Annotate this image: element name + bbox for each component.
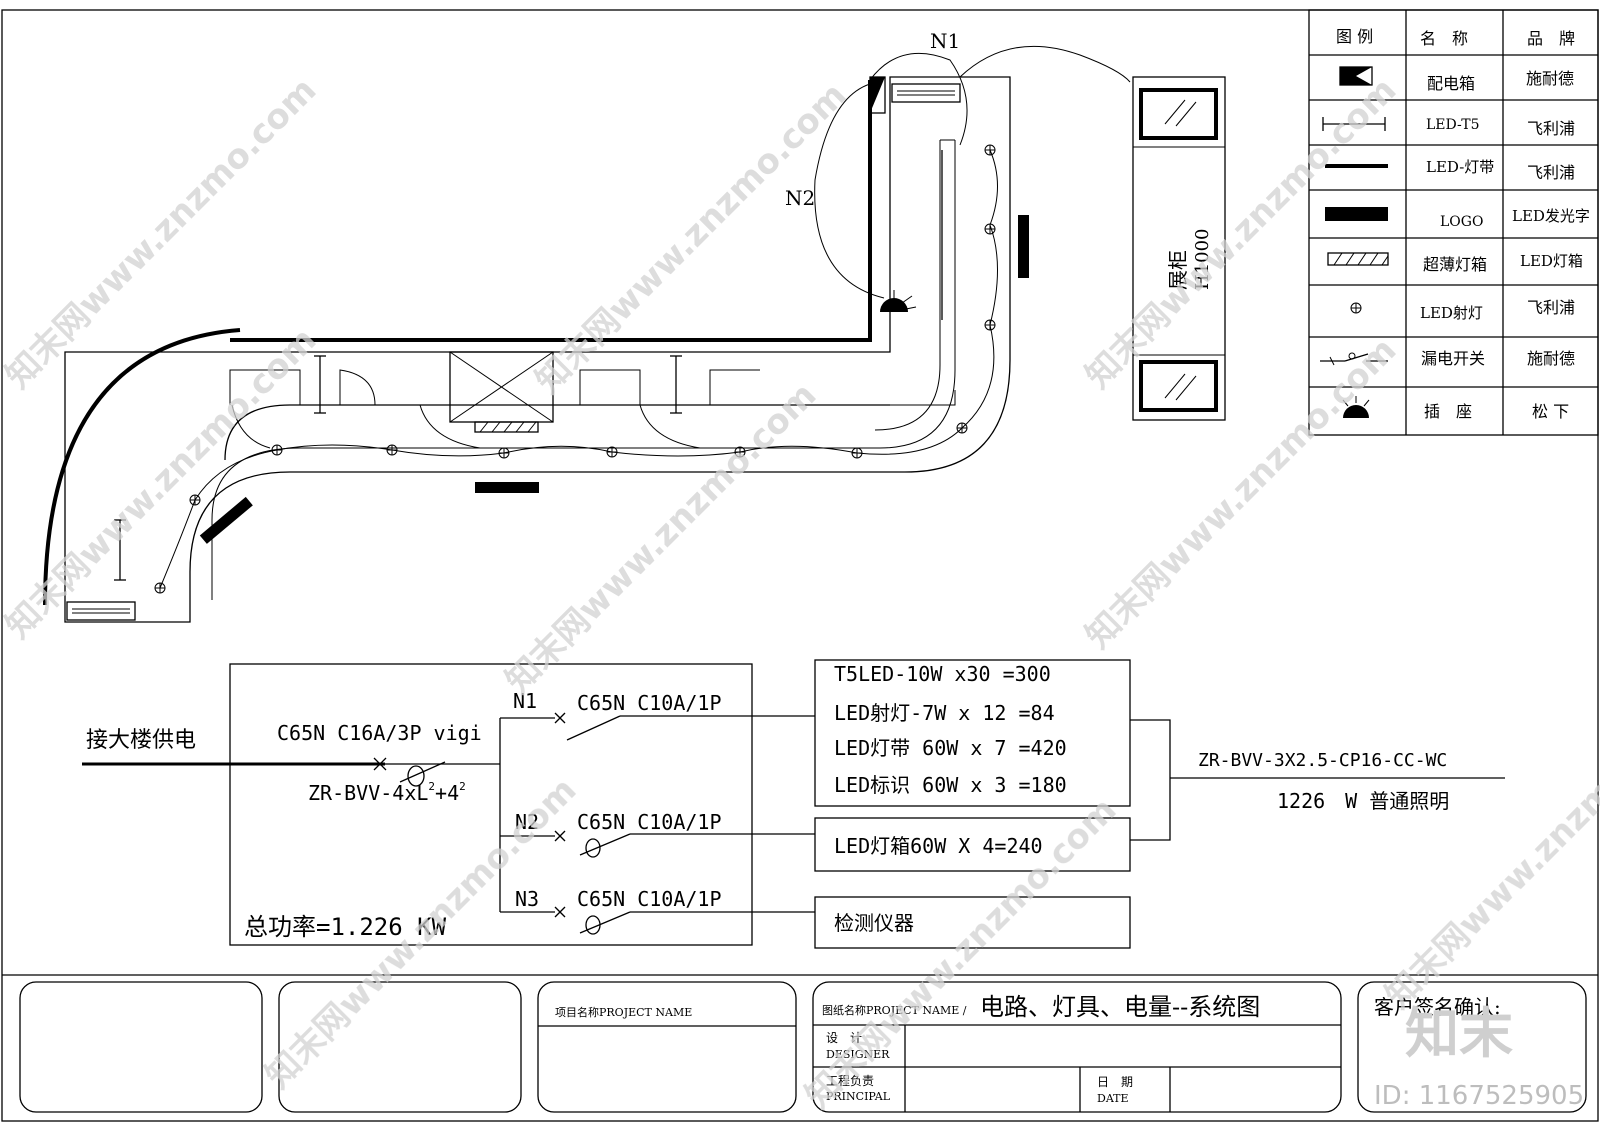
- drawing-info-cell: [812, 981, 1342, 1113]
- watermark-layer: 知末网www.znzmo.com 知末网www.znzmo.com 知末网www…: [0, 70, 1600, 1116]
- n1-load-1: LED射灯-7W x 12 =84: [834, 701, 1055, 725]
- lightbox-icon: [1327, 252, 1389, 266]
- output-power: 1226 W 普通照明: [1277, 789, 1449, 813]
- display-cabinet: 展柜 H1000: [1132, 76, 1226, 421]
- cabinet-name: 展柜: [1166, 250, 1190, 290]
- branch-n1-breaker: C65N C10A/1P: [577, 691, 722, 715]
- watermark-id: ID: 1167525905: [1374, 1081, 1584, 1111]
- project-name-label: 项目名称PROJECT NAME: [555, 1005, 692, 1019]
- main-cable-prefix: ZR-BVV-4xL: [308, 781, 428, 805]
- n1-load-0: T5LED-10W x30 =300: [834, 662, 1051, 686]
- legend-brand-7: 松 下: [1532, 402, 1569, 421]
- logo-bar-front: [475, 482, 539, 493]
- main-cable-sup1: 2: [428, 780, 435, 793]
- legend-header-name: 名 称: [1420, 29, 1468, 48]
- led-strip-main: [230, 80, 872, 342]
- legend-brand-0: 施耐德: [1526, 69, 1574, 88]
- main-cable-sup2: 2: [459, 780, 466, 793]
- branch-n1-id: N1: [513, 689, 537, 713]
- distribution-box-symbol: [870, 77, 885, 113]
- legend-brand-3: LED发光字: [1512, 207, 1590, 225]
- drawing-name-label: 图纸名称PROJECT NAME /: [822, 1003, 967, 1017]
- n2-load-box: [814, 817, 1131, 872]
- system-diagram: 接大楼供电 C65N C16A/3P vigi ZR-BVV-4xL2+42 N…: [82, 659, 1505, 949]
- legend-table: 图 例 名 称 品 牌: [1308, 9, 1599, 436]
- legend-name-5: LED射灯: [1420, 304, 1483, 322]
- spotlight-icon: [1350, 302, 1362, 314]
- legend-header-brand: 品 牌: [1527, 29, 1575, 48]
- date-cn: 日 期: [1097, 1075, 1133, 1089]
- cabinet-height: H1000: [1192, 228, 1213, 290]
- n3-load: 检测仪器: [834, 911, 914, 935]
- main-cable-mid: +4: [435, 781, 459, 805]
- logo-bar-corner: [199, 496, 253, 544]
- branch-n3-breaker: C65N C10A/1P: [577, 887, 722, 911]
- leakage-switch-icon: [1320, 352, 1388, 366]
- watermark-text-6: 知末网www.znzmo.com: [1078, 330, 1404, 656]
- total-power: 总功率=1.226 KW: [244, 913, 447, 941]
- legend-name-4: 超薄灯箱: [1423, 255, 1487, 274]
- project-name-cell: [537, 981, 797, 1113]
- designer-en: DESIGNER: [826, 1048, 890, 1061]
- legend-name-3: LOGO: [1440, 214, 1483, 230]
- distribution-box-icon: [1339, 66, 1373, 86]
- title-block: 项目名称PROJECT NAME 图纸名称PROJECT NAME / 电路、灯…: [2, 974, 1598, 1113]
- main-breaker-label: C65N C16A/3P vigi: [277, 721, 482, 745]
- principal-cn: 工程负责: [826, 1073, 874, 1088]
- legend-brand-1: 飞利浦: [1527, 119, 1575, 138]
- power-source-label: 接大楼供电: [86, 728, 196, 753]
- legend-brand-4: LED灯箱: [1520, 252, 1583, 270]
- principal-en: PRINCIPAL: [826, 1090, 891, 1103]
- legend-brand-6: 施耐德: [1527, 349, 1575, 368]
- floor-plan: N1 N2: [43, 29, 1131, 623]
- n1-load-2: LED灯带 60W x 7 =420: [834, 736, 1067, 760]
- socket-icon: [1342, 396, 1370, 418]
- watermark-text-3: 知末网www.znzmo.com: [1078, 70, 1404, 396]
- legend-name-0: 配电箱: [1427, 74, 1475, 93]
- date-en: DATE: [1097, 1092, 1129, 1105]
- legend-brand-2: 飞利浦: [1527, 163, 1575, 182]
- n1-load-box: [814, 659, 1131, 807]
- legend-name-7: 插 座: [1424, 402, 1472, 421]
- legend-name-1: LED-T5: [1426, 117, 1479, 133]
- watermark-logo: 知末: [1405, 1002, 1513, 1065]
- n2-label: N2: [785, 186, 815, 210]
- n3-load-box: [814, 896, 1131, 949]
- legend-name-6: 漏电开关: [1421, 349, 1485, 368]
- n2-load: LED灯箱60W X 4=240: [834, 834, 1043, 858]
- title-cell-2: [278, 981, 522, 1113]
- output-cable: ZR-BVV-3X2.5-CP16-CC-WC: [1198, 750, 1447, 771]
- drawing-frame: [1, 9, 1599, 1122]
- socket-symbol: [880, 298, 908, 312]
- spotlight-group: [154, 144, 996, 594]
- watermark-text-5: 知末网www.znzmo.com: [498, 375, 824, 701]
- n1-load-3: LED标识 60W x 3 =180: [834, 773, 1067, 797]
- legend-header-symbol: 图 例: [1336, 27, 1373, 46]
- distribution-panel-box: [229, 663, 753, 946]
- legend-name-2: LED-灯带: [1426, 158, 1494, 176]
- branch-n2-breaker: C65N C10A/1P: [577, 810, 722, 834]
- designer-cn: 设 计: [826, 1031, 862, 1045]
- main-cable-label: ZR-BVV-4xL2+42: [308, 780, 466, 805]
- branch-n2-id: N2: [515, 810, 539, 834]
- led-t5-icon: [1322, 117, 1386, 131]
- logo-bar-right: [1018, 215, 1029, 278]
- client-confirm-cell: [1357, 981, 1587, 1113]
- branch-n3-id: N3: [515, 887, 539, 911]
- logo-bar-icon: [1325, 207, 1388, 221]
- legend-brand-5: 飞利浦: [1527, 298, 1575, 317]
- watermark-text-9: 知末网www.znzmo.com: [1378, 690, 1600, 1016]
- client-confirm-label: 客户签名确认:: [1374, 995, 1501, 1019]
- drawing-title: 电路、灯具、电量--系统图: [980, 993, 1260, 1021]
- n1-label: N1: [930, 29, 960, 53]
- led-strip-curve: [43, 328, 241, 606]
- title-cell-1: [19, 981, 263, 1113]
